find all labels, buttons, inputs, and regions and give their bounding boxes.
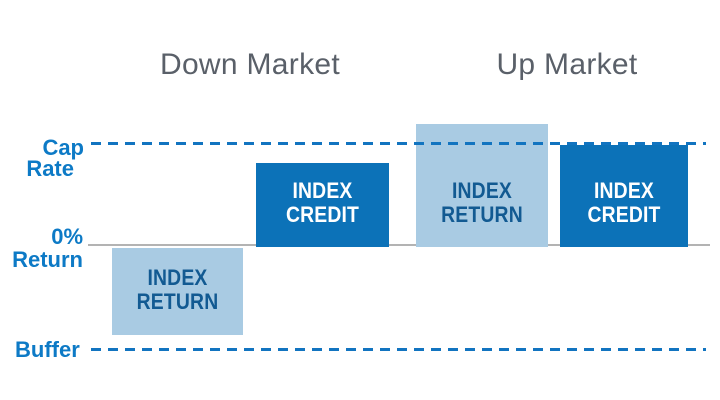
bar-label-line2: RETURN xyxy=(441,202,523,227)
bar-label-line2: RETURN xyxy=(136,289,219,314)
zero-return-label-line2: Return xyxy=(12,247,83,272)
bar-label-line1: INDEX xyxy=(147,265,208,290)
group-title-up-market: Up Market xyxy=(496,48,638,81)
bar-up-market-index-credit: INDEX CREDIT xyxy=(560,145,688,247)
group-title-down-market: Down Market xyxy=(159,48,341,81)
cap-rate-dashed-line xyxy=(91,142,706,145)
bar-label-line1: INDEX xyxy=(593,178,655,203)
zero-return-baseline xyxy=(88,244,710,246)
bar-label: INDEX RETURN xyxy=(120,266,235,314)
bar-label-line2: CREDIT xyxy=(285,202,360,227)
buffer-dashed-line xyxy=(91,348,706,351)
bar-down-market-index-return: INDEX RETURN xyxy=(112,248,243,335)
cap-rate-label-line1: Cap xyxy=(42,135,84,160)
zero-return-label-line1: 0% xyxy=(51,224,83,249)
bar-down-market-index-credit: INDEX CREDIT xyxy=(256,163,389,247)
bar-label: INDEX CREDIT xyxy=(264,179,381,227)
bar-label: INDEX RETURN xyxy=(424,179,540,227)
cap-rate-label-line2: Rate xyxy=(26,156,74,181)
buffer-label: Buffer xyxy=(15,337,80,362)
bar-label-line2: CREDIT xyxy=(587,202,661,227)
bar-label-line1: INDEX xyxy=(451,178,513,203)
bar-label-line1: INDEX xyxy=(292,178,353,203)
bar-label: INDEX CREDIT xyxy=(568,179,681,227)
